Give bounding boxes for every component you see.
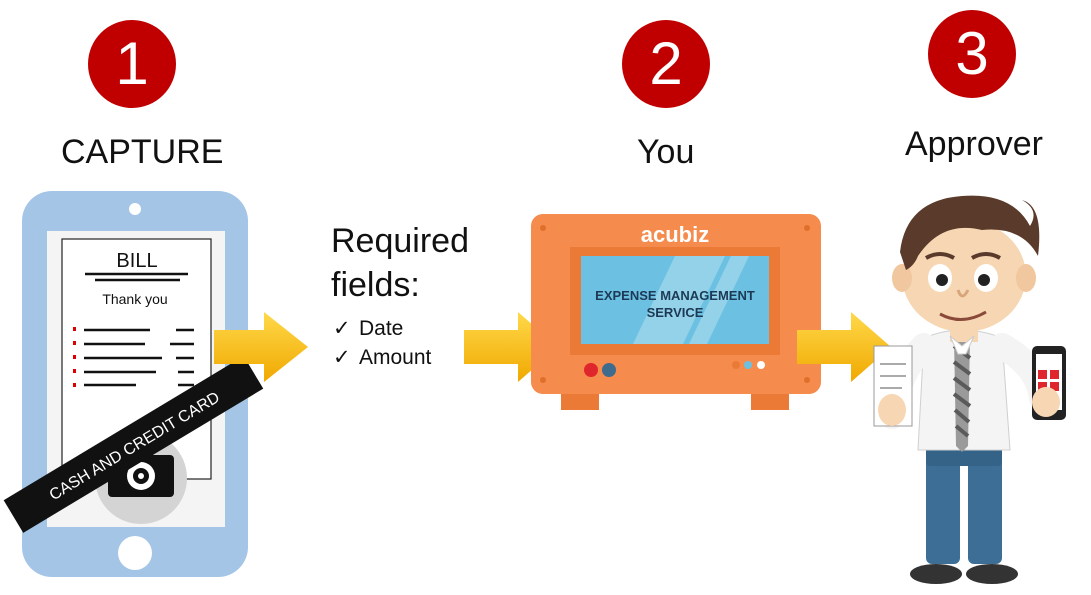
approver-character bbox=[873, 195, 1066, 584]
screen-line-1: EXPENSE MANAGEMENT bbox=[595, 288, 755, 303]
receipt-thanks: Thank you bbox=[102, 291, 167, 307]
left-hand bbox=[878, 394, 906, 426]
receipt-title: BILL bbox=[116, 250, 157, 272]
hair bbox=[900, 195, 1040, 270]
step-1-label: CAPTURE bbox=[61, 133, 224, 171]
phone-home-button bbox=[118, 536, 152, 570]
phone-camera-dot bbox=[129, 203, 141, 215]
required-field-amount-label: Amount bbox=[359, 346, 432, 369]
required-fields-title: Required fields: bbox=[331, 219, 469, 307]
checkmark-icon: ✓ bbox=[333, 317, 351, 340]
step-1-badge: 1 bbox=[88, 20, 176, 108]
machine-blue-button bbox=[602, 363, 616, 377]
arrow-right-icon bbox=[214, 312, 308, 382]
right-shoe bbox=[966, 564, 1018, 584]
receipt-lines bbox=[73, 327, 194, 387]
required-title-line2: fields: bbox=[331, 266, 420, 304]
machine-red-button bbox=[584, 363, 598, 377]
required-title-line1: Required bbox=[331, 222, 469, 260]
right-hand bbox=[1032, 387, 1060, 417]
step-2-label: You bbox=[637, 133, 695, 171]
left-leg bbox=[926, 448, 960, 564]
left-shoe bbox=[910, 564, 962, 584]
expense-service-machine: acubiz EXPENSE MANAGEMENT SERVICE bbox=[531, 214, 821, 410]
step-3-label: Approver bbox=[905, 125, 1043, 163]
step-2-badge: 2 bbox=[622, 20, 710, 108]
phone-capture-illustration: BILL Thank you CASH AND CREDIT CARD bbox=[3, 191, 264, 577]
arrow-right-icon bbox=[797, 312, 891, 382]
machine-brand: acubiz bbox=[641, 222, 709, 247]
screen-line-2: SERVICE bbox=[647, 305, 704, 320]
face bbox=[902, 220, 1026, 332]
required-field-date: ✓ Date bbox=[333, 316, 403, 341]
step-3-badge: 3 bbox=[928, 10, 1016, 98]
checkmark-icon: ✓ bbox=[333, 346, 351, 369]
required-field-date-label: Date bbox=[359, 317, 404, 340]
required-field-amount: ✓ Amount bbox=[333, 345, 431, 370]
right-leg bbox=[968, 448, 1002, 564]
